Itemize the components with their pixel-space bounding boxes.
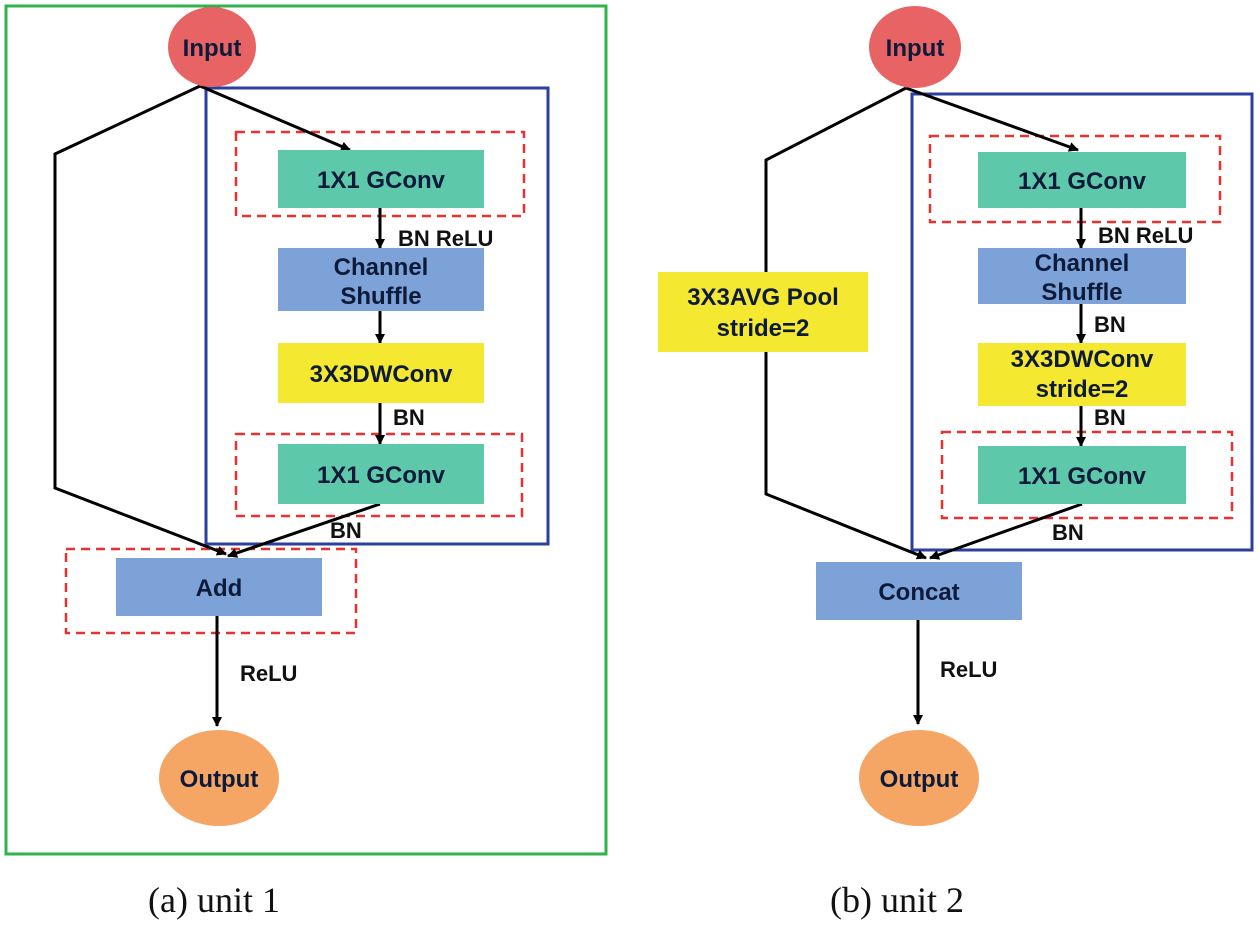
unit2-gconv2-label: 1X1 GConv — [1018, 463, 1147, 490]
unit1-channel-shuffle-label-line1: Channel — [334, 254, 429, 281]
unit2-input-label: Input — [886, 35, 945, 62]
unit2-output-label: Output — [880, 766, 959, 793]
unit2-channel-shuffle-label-line2: Shuffle — [1041, 279, 1122, 306]
unit1-arrow-gconv2-to-add — [227, 502, 381, 558]
unit2-avg-pool-label-line2: stride=2 — [717, 315, 810, 342]
unit1-add-dashed-group — [64, 547, 358, 635]
unit1-dwconv-block — [278, 343, 484, 403]
unit1-caption: (a) unit 1 — [148, 880, 280, 920]
unit2-gconv1-block — [978, 152, 1186, 208]
unit2-dwconv-label-line1: 3X3DWConv — [1011, 346, 1154, 373]
unit1-gconv1-block — [278, 150, 484, 208]
unit1-input-node — [168, 7, 256, 87]
unit1-input-label: Input — [183, 35, 242, 62]
unit1-channel-shuffle-block — [278, 248, 484, 311]
unit2-diagram: Input 3X3AVG Pool stride=2 1X1 GConv Cha… — [658, 6, 1254, 920]
unit2-avg-pool-block — [658, 272, 868, 352]
unit1-residual-branch-frame — [204, 86, 550, 546]
unit2-dwconv-block — [978, 343, 1186, 406]
unit1-channel-shuffle-label-line2: Shuffle — [340, 283, 421, 310]
unit2-bn-after-gconv2-label: BN — [1052, 520, 1084, 545]
unit1-arrow-input-to-gconv1 — [199, 84, 351, 152]
unit2-gconv2-block — [978, 446, 1186, 504]
unit1-dwconv-label: 3X3DWConv — [310, 361, 453, 388]
unit2-gconv1-label: 1X1 GConv — [1018, 168, 1147, 195]
unit2-arrow-input-to-gconv1 — [905, 86, 1079, 152]
unit2-avg-pool-label-line1: 3X3AVG Pool — [687, 284, 839, 311]
unit2-bn-after-shuffle-label: BN — [1094, 312, 1126, 337]
unit1-bn-after-gconv2-label: BN — [330, 518, 362, 543]
unit1-output-label: Output — [180, 766, 259, 793]
unit1-add-block — [116, 558, 322, 616]
unit2-relu-label: ReLU — [940, 657, 997, 682]
unit2-channel-shuffle-block — [978, 248, 1186, 304]
unit1-add-label: Add — [196, 575, 243, 602]
unit2-output-node — [859, 730, 979, 826]
unit2-bn-relu-label: BN ReLU — [1098, 223, 1193, 248]
unit1-outer-frame — [4, 4, 608, 856]
unit1-diagram: Input 1X1 GConv Channel Shuffle 3X3DWCon… — [4, 4, 608, 920]
unit1-output-node — [159, 730, 279, 826]
unit2-gconv2-dashed-group — [940, 430, 1234, 520]
unit2-channel-shuffle-label-line1: Channel — [1035, 250, 1130, 277]
unit2-bn-after-dwconv-label: BN — [1094, 405, 1126, 430]
unit2-concat-block — [816, 562, 1022, 620]
unit2-residual-branch-frame — [910, 92, 1254, 552]
unit2-arrow-gconv2-to-concat — [929, 502, 1083, 560]
unit1-gconv2-label: 1X1 GConv — [317, 462, 446, 489]
unit1-gconv2-block — [278, 444, 484, 504]
unit2-caption: (b) unit 2 — [830, 880, 964, 920]
unit1-bn-relu-label: BN ReLU — [398, 226, 493, 251]
unit2-concat-label: Concat — [878, 579, 959, 606]
unit2-input-node — [869, 6, 961, 88]
unit2-gconv1-dashed-group — [928, 134, 1222, 224]
unit2-dwconv-label-line2: stride=2 — [1036, 376, 1129, 403]
unit1-relu-label: ReLU — [240, 661, 297, 686]
unit1-bn-after-dwconv-label: BN — [393, 405, 425, 430]
unit1-shortcut-connection — [53, 84, 227, 556]
unit1-gconv1-label: 1X1 GConv — [317, 167, 446, 194]
